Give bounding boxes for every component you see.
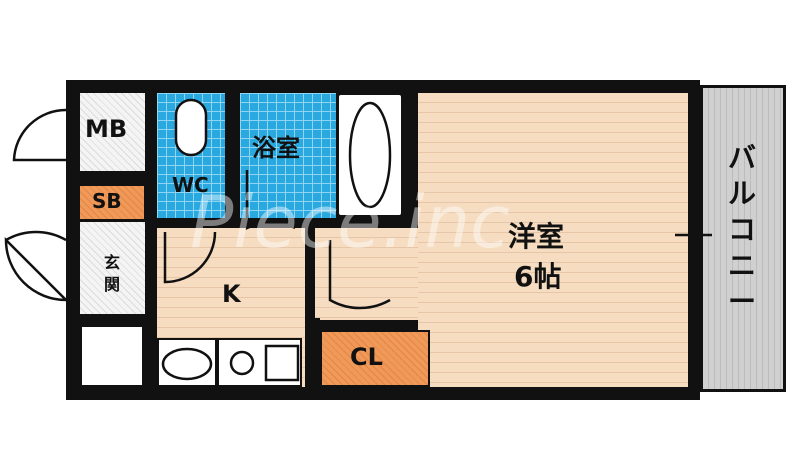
balcony-label: バルコニー bbox=[728, 141, 757, 318]
tub-inner bbox=[348, 101, 392, 209]
kitchen-label: K bbox=[222, 280, 241, 308]
watermark: Piece.inc bbox=[190, 180, 510, 264]
toilet bbox=[174, 98, 208, 157]
corridor-area bbox=[315, 228, 418, 320]
wc-door bbox=[163, 231, 217, 284]
mb-label: MB bbox=[85, 115, 128, 143]
wc-label: WC bbox=[172, 173, 209, 197]
bath-label: 浴室 bbox=[252, 134, 300, 162]
entrance-door bbox=[4, 230, 70, 302]
western-room-label: 洋室 bbox=[508, 220, 565, 253]
closet-label: CL bbox=[350, 343, 383, 371]
wc-area bbox=[157, 93, 225, 218]
mb-door bbox=[12, 108, 67, 162]
western-room-size: 6帖 bbox=[514, 260, 562, 293]
washer-space bbox=[80, 325, 144, 387]
room-door bbox=[328, 240, 391, 310]
mb-area bbox=[80, 93, 145, 171]
balcony bbox=[700, 85, 786, 392]
western-room bbox=[418, 93, 688, 387]
closet-area bbox=[320, 330, 430, 387]
sb-area bbox=[80, 186, 144, 219]
bath-area bbox=[240, 93, 336, 218]
entrance-area bbox=[80, 222, 146, 314]
sb-label: SB bbox=[92, 189, 122, 213]
entrance-label: 玄関 bbox=[104, 253, 121, 294]
